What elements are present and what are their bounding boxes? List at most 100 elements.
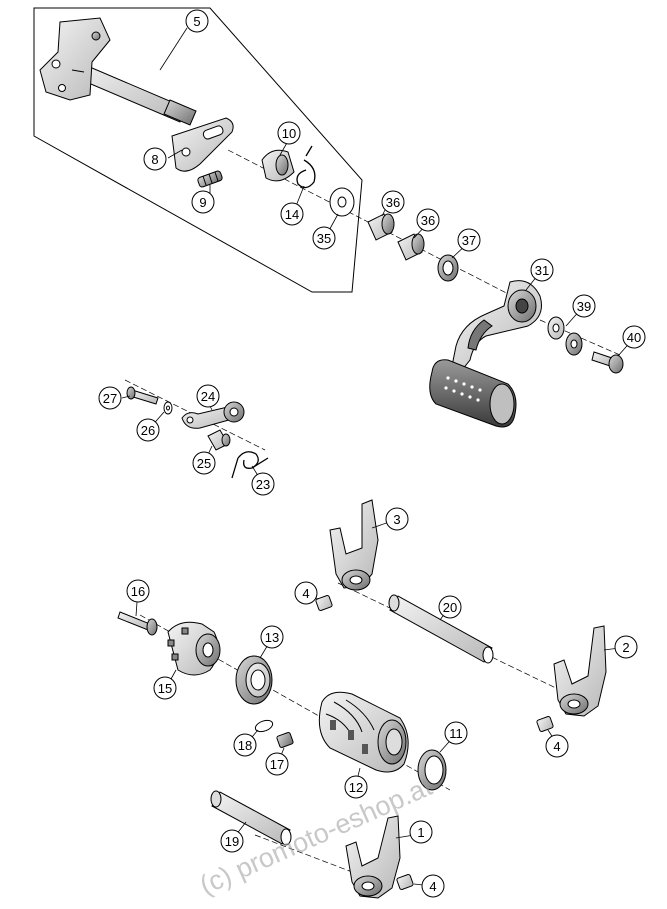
callout-number: 40 (627, 330, 641, 345)
washer-18 (254, 719, 274, 733)
callout-c18: 18 (233, 733, 257, 757)
callout-number: 9 (199, 195, 206, 210)
callout-c39: 39 (572, 294, 596, 318)
shift-bushing (261, 149, 295, 182)
callout-c12: 12 (344, 775, 368, 799)
callout-number: 19 (225, 834, 239, 849)
callout-number: 27 (103, 391, 117, 406)
callout-number: 36 (386, 195, 400, 210)
callout-circle (277, 121, 301, 145)
subassembly-frame (33, 7, 363, 293)
callout-number: 3 (393, 512, 400, 527)
callout-c36b: 36 (416, 208, 440, 232)
callout-number: 15 (158, 681, 172, 696)
guide-pin-4b (536, 716, 554, 732)
detent-lever-24 (181, 401, 245, 429)
shift-drum-locating-15 (167, 621, 221, 676)
callout-number: 4 (429, 879, 436, 894)
callout-c9: 9 (191, 190, 215, 214)
needle-bearing-a (367, 213, 395, 241)
callout-circle (294, 581, 318, 605)
seal-ring-37 (437, 254, 459, 282)
detent-spring-23 (231, 451, 269, 479)
callout-circle (260, 625, 284, 649)
bearing-11 (417, 749, 447, 791)
callout-circle (530, 258, 554, 282)
callout-circle (312, 226, 336, 250)
return-spring-small (197, 170, 223, 188)
callout-circle (251, 472, 275, 496)
callout-circle (153, 676, 177, 700)
callout-number: 36 (421, 213, 435, 228)
callout-circle (614, 635, 638, 659)
callout-number: 4 (553, 739, 560, 754)
callout-c8: 8 (143, 147, 167, 171)
detent-bolt-27 (126, 386, 159, 405)
callout-circle (126, 579, 150, 603)
shift-fork-2 (553, 625, 607, 717)
callout-number: 37 (462, 233, 476, 248)
callout-number: 10 (282, 126, 296, 141)
callout-circle (409, 820, 433, 844)
callout-number: 25 (197, 456, 211, 471)
callout-c11: 11 (444, 721, 468, 745)
callout-circle (265, 752, 289, 776)
fork-rail-19 (210, 790, 292, 846)
washer-26 (163, 401, 173, 415)
callout-circle (545, 734, 569, 758)
callout-number: 12 (349, 780, 363, 795)
fork-rail-20 (388, 594, 494, 664)
callout-number: 35 (317, 231, 331, 246)
washer-35 (329, 187, 355, 217)
callout-circle (220, 829, 244, 853)
spring-clip (296, 145, 316, 189)
shift-shaft (39, 17, 197, 126)
callout-number: 11 (449, 726, 463, 741)
shift-fork-3 (329, 499, 379, 591)
callout-c20: 20 (438, 595, 462, 619)
shift-drum-12 (318, 691, 409, 773)
callout-number: 24 (201, 389, 215, 404)
callout-number: 1 (417, 825, 424, 840)
shift-fork-1 (345, 815, 401, 899)
callout-c4a: 4 (294, 581, 318, 605)
guide-pin-4c (396, 874, 414, 890)
callout-circle (98, 386, 122, 410)
callout-number: 5 (193, 14, 200, 29)
callout-number: 26 (141, 423, 155, 438)
callout-c10: 10 (277, 121, 301, 145)
callout-c4c: 4 (421, 874, 445, 898)
callout-c2: 2 (614, 635, 638, 659)
callout-c16: 16 (126, 579, 150, 603)
callout-number: 17 (270, 757, 284, 772)
callout-number: 39 (577, 299, 591, 314)
callout-number: 18 (238, 738, 252, 753)
callout-circle (143, 147, 167, 171)
callout-c15: 15 (153, 676, 177, 700)
callout-circle (457, 228, 481, 252)
callout-circle (196, 384, 220, 408)
pin-17 (276, 732, 294, 748)
shift-lever-plate (171, 117, 234, 172)
callout-c36a: 36 (381, 190, 405, 214)
callout-number: 14 (285, 207, 299, 222)
callout-circle (381, 190, 405, 214)
shift-lever (429, 280, 542, 428)
callout-c13: 13 (260, 625, 284, 649)
callout-circle (421, 874, 445, 898)
guide-pin-4a (315, 595, 333, 611)
callout-number: 13 (265, 630, 279, 645)
callout-number: 2 (622, 640, 629, 655)
bolt-16 (117, 611, 158, 636)
callout-c17: 17 (265, 752, 289, 776)
callout-circle (444, 721, 468, 745)
callout-number: 4 (302, 586, 309, 601)
callout-circle (192, 451, 216, 475)
callout-c37: 37 (457, 228, 481, 252)
needle-bearing-b (397, 233, 425, 261)
callout-number: 8 (151, 152, 158, 167)
flange-bolt-40 (591, 351, 624, 374)
serrated-washer (565, 332, 583, 356)
